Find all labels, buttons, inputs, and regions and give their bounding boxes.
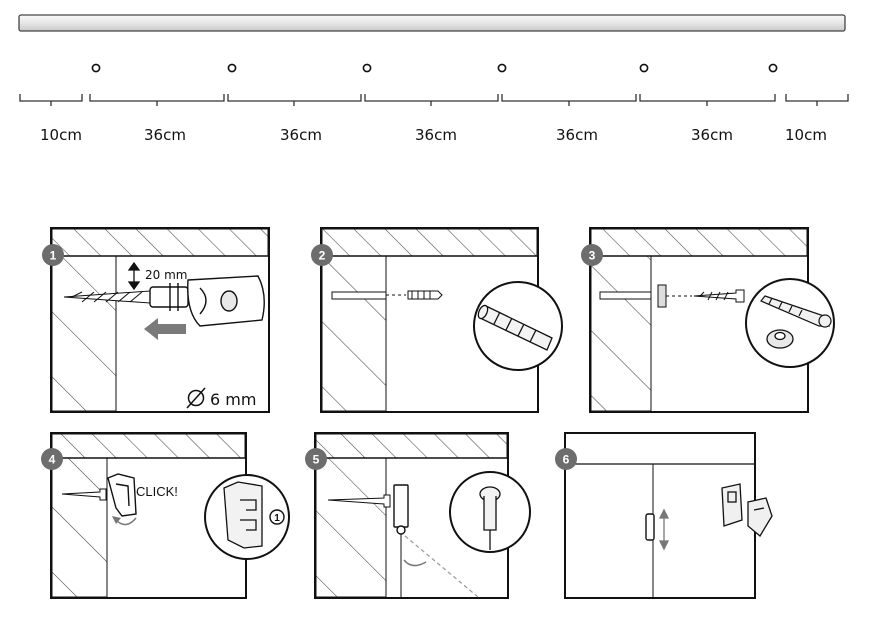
step-6-panel: 6 [555,432,773,599]
hole-marker [227,63,237,73]
step-1-panel: 20 mm 6 mm 1 [42,227,270,413]
wall-plug-icon [407,290,443,300]
dimension-label: 10cm [40,126,82,144]
dimension-label: 36cm [415,126,457,144]
step-number: 5 [313,453,320,467]
step-badge [42,244,64,266]
wall-section [51,457,108,598]
dimension-label: 36cm [691,126,733,144]
dimension-brackets [19,94,849,106]
hole-marker [768,63,778,73]
ceiling-slab [590,228,808,257]
direction-arrow-icon [144,318,186,340]
hole-marker [362,63,372,73]
panel-swing-dash [404,535,479,598]
step-badge [555,448,577,470]
wall-section [51,255,117,412]
mounted-screw-icon [327,494,391,508]
hook-detail-icon [479,486,501,550]
mounted-screw-icon [61,488,107,501]
dimension-label: 10cm [785,126,827,144]
step-badge [311,244,333,266]
screw-icon [693,289,745,303]
hole-marker [497,63,507,73]
ceiling-slab [321,228,538,257]
panel-handle-icon [645,513,655,541]
wall-section [315,457,387,598]
step-badge [305,448,327,470]
hole-marker [91,63,101,73]
drilled-hole [331,291,387,300]
mounting-holes [91,63,778,73]
wall-plug-detail-icon [477,304,553,351]
ceiling-slab [315,433,508,459]
ceiling-slab [51,433,246,459]
plug-in-wall [599,291,652,300]
screw-detail-icon [760,295,832,328]
drill-diameter-label: 6 mm [210,390,256,409]
step-number: 1 [50,249,57,263]
up-down-arrow-icon [658,508,670,551]
step-badge [581,244,603,266]
step-number: 6 [563,453,570,467]
hole-marker [639,63,649,73]
step-number: 4 [49,453,56,467]
clip-profile-detail-icon [223,481,263,549]
rotate-arrow-icon [403,559,427,567]
step-3-panel: 3 [581,227,835,413]
dimension-label: 36cm [144,126,186,144]
marker-circle [269,509,285,525]
ceiling-slab [51,228,269,257]
dimension-label: 36cm [556,126,598,144]
rail-mounted-icon [393,484,409,535]
marker-number: 1 [274,513,280,524]
spacer-icon [657,284,667,308]
step-2-panel: 2 [311,227,563,413]
step-badge [41,448,63,470]
dimension-label: 36cm [280,126,322,144]
dimension-labels: 10cm 36cm 36cm 36cm 36cm 36cm 10cm [40,126,827,144]
step-number: 3 [589,249,596,263]
depth-arrow [127,261,141,291]
rail-clip-icon [107,473,137,517]
step-4-panel: CLICK! 1 4 [41,432,290,599]
drill-icon [149,275,265,327]
step-number: 2 [319,249,326,263]
diameter-symbol-icon [186,387,206,409]
step-5-panel: 5 [305,432,531,599]
spacer-detail-icon [766,329,794,349]
handle-detail-icon [721,483,773,537]
curtain-rail [18,14,846,32]
wall-section [590,255,652,412]
drill-depth-label: 20 mm [145,268,187,282]
wall-section [321,255,387,412]
click-callout: CLICK! [136,484,178,499]
